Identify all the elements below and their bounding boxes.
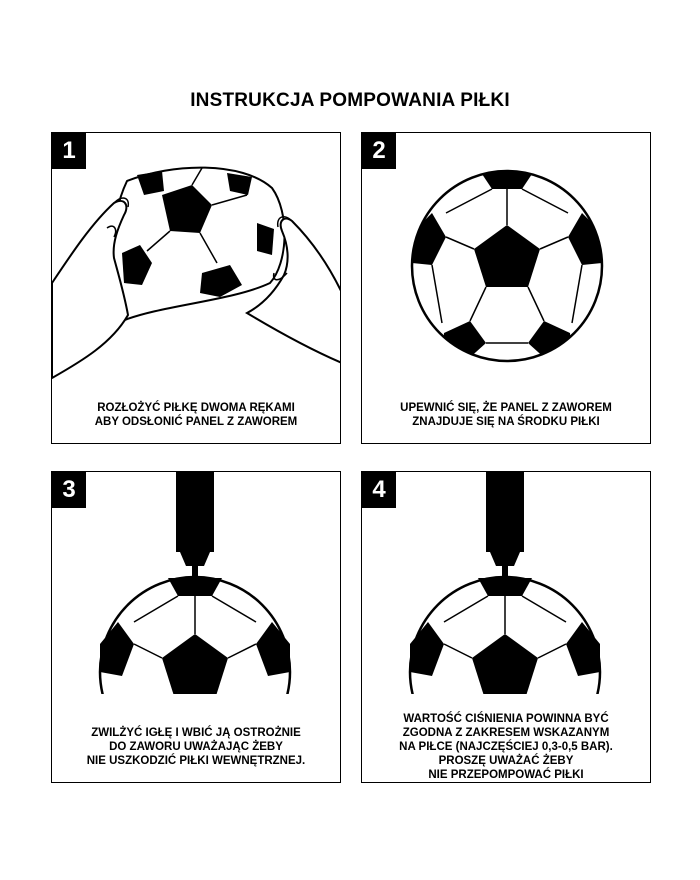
step-number-2: 2 bbox=[362, 133, 396, 169]
step-number-4: 4 bbox=[362, 472, 396, 508]
pump-needle-into-ball-illustration bbox=[98, 472, 292, 694]
step-number-3: 3 bbox=[52, 472, 86, 508]
pump-inflating-ball-illustration bbox=[408, 472, 602, 694]
page-title: INSTRUKCJA POMPOWANIA PIŁKI bbox=[190, 90, 510, 111]
step-caption-1: ROZŁOŻYĆ PIŁKĘ DWOMA RĘKAMI ABY ODSŁONIĆ… bbox=[94, 402, 298, 428]
step-panel-1: 1 ROZŁOŻYĆ PIŁKĘ DWOMA RĘKAMI ABY ODSŁON… bbox=[51, 132, 341, 444]
step-number-1: 1 bbox=[52, 133, 86, 169]
step-panel-3: 3 ZWILŻYĆ IGŁĘ I WBIĆ JĄ OSTROŻNIE DO ZA… bbox=[51, 471, 341, 783]
step-caption-2: UPEWNIĆ SIĘ, ŻE PANEL Z ZAWOREM ZNAJDUJE… bbox=[400, 402, 612, 428]
soccer-ball-illustration bbox=[410, 169, 604, 363]
step-caption-4: WARTOŚĆ CIŚNIENIA POWINNA BYĆ ZGODNA Z Z… bbox=[399, 713, 613, 781]
step-panel-4: 4 WARTOŚĆ CIŚNIENIA POWINNA BYĆ ZGODNA Z… bbox=[361, 471, 651, 783]
step-panel-2: 2 UPEWNIĆ SIĘ, ŻE PANEL Z ZAWOREM ZNAJDU… bbox=[361, 132, 651, 444]
step-caption-3: ZWILŻYĆ IGŁĘ I WBIĆ JĄ OSTROŻNIE DO ZAWO… bbox=[86, 727, 306, 767]
hands-opening-ball-illustration bbox=[52, 166, 340, 380]
